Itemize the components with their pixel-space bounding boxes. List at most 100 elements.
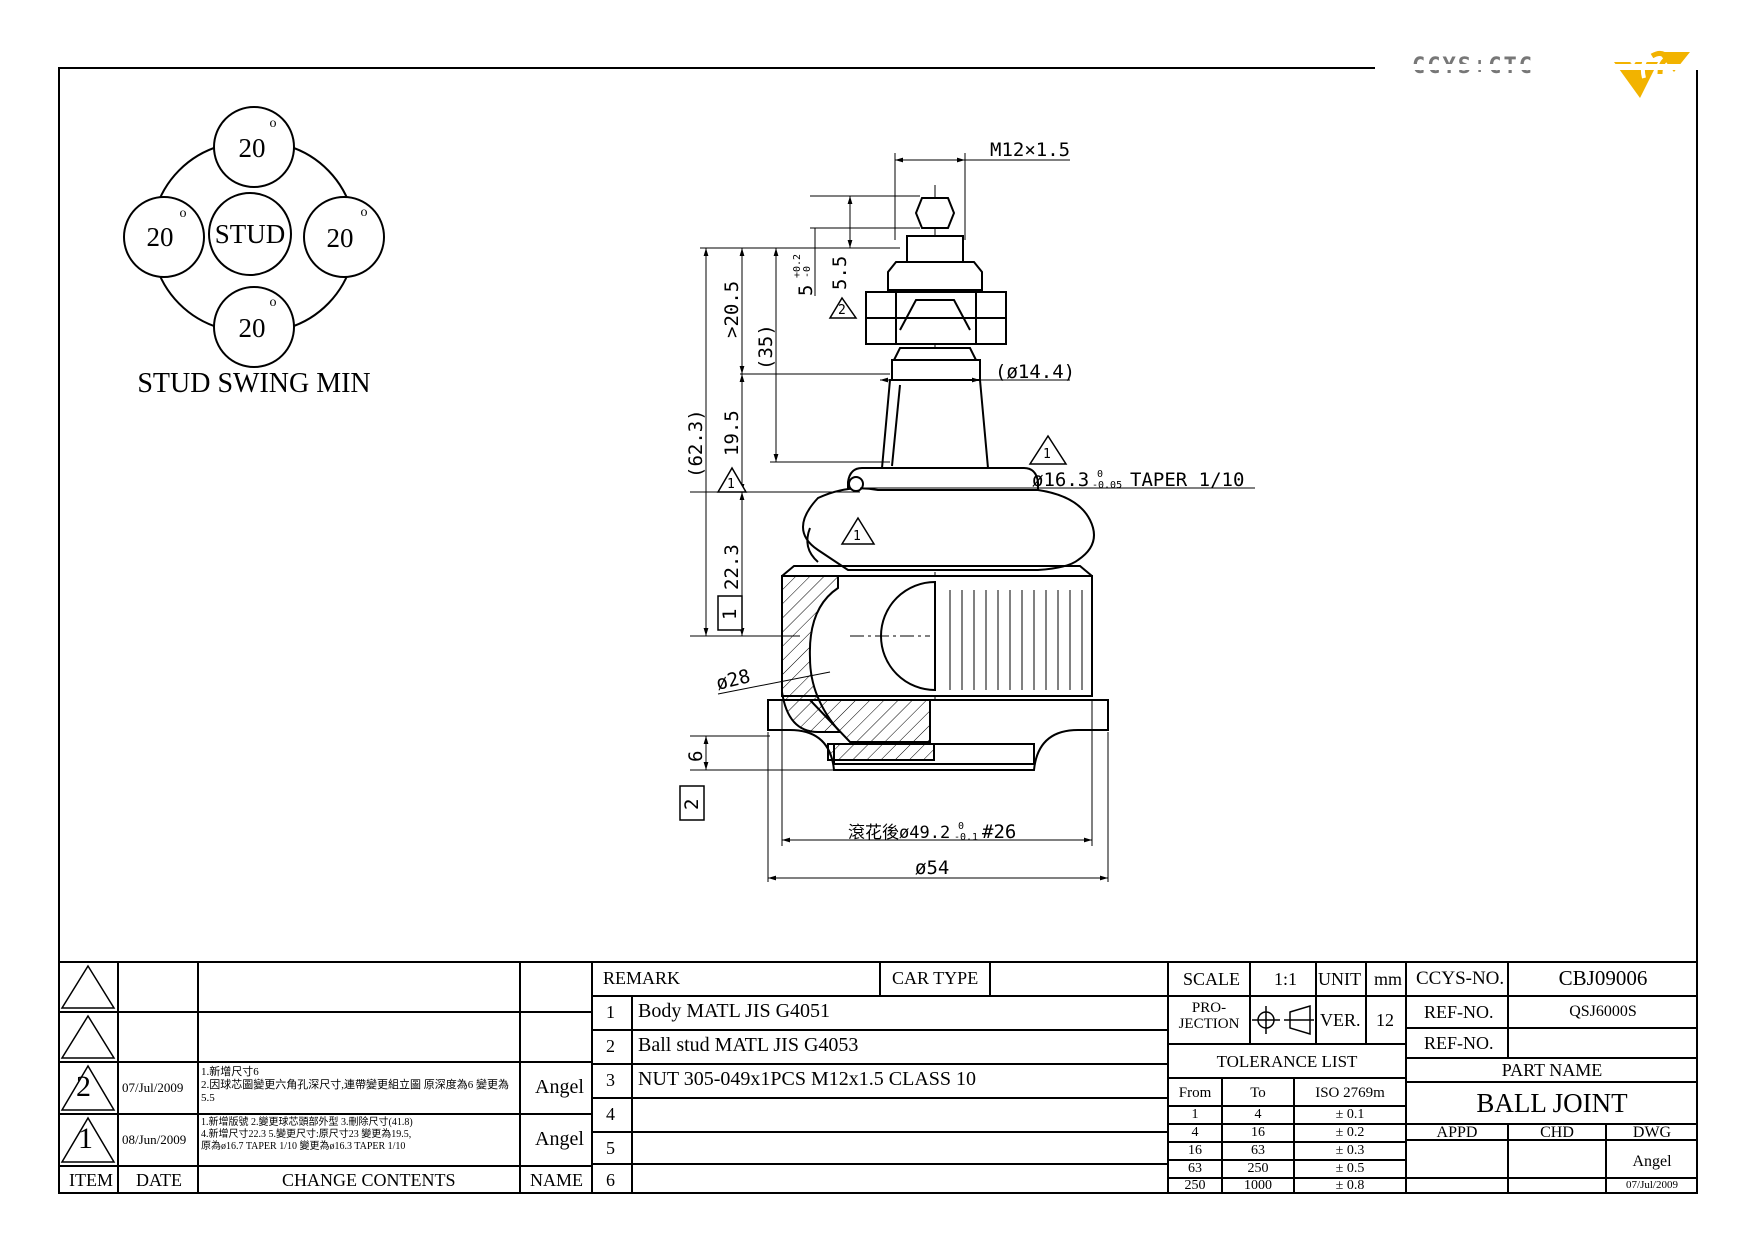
swing-left-value: 20 — [147, 222, 174, 252]
box-mark-1 — [717, 595, 743, 631]
box-mark-2 — [679, 785, 705, 821]
remark-no: 4 — [606, 1104, 615, 1124]
dim-v35: (35) — [755, 324, 777, 370]
triangle-label-1: 1 — [853, 529, 861, 544]
stud-swing-diagram — [123, 106, 385, 368]
remark-header: REMARK — [603, 968, 681, 988]
triangle-label-2: 2 — [838, 303, 846, 318]
scale-label: SCALE — [1183, 969, 1241, 989]
dim-d49-note: #26 — [982, 821, 1016, 843]
dim-v22-3: 22.3 — [721, 544, 743, 590]
dim-v5-5: 5.5 — [829, 256, 851, 290]
unit-label: UNIT — [1318, 969, 1361, 989]
remark-no: 2 — [606, 1036, 615, 1056]
title-revision-triangles — [60, 964, 116, 1163]
ver-label: VER. — [1320, 1010, 1361, 1030]
tol-cell: ± 0.2 — [1335, 1125, 1365, 1140]
tol-cell: 16 — [1188, 1143, 1202, 1158]
remark-text: Ball stud MATL JIS G4053 — [638, 1034, 859, 1056]
rev-name: Angel — [535, 1076, 584, 1098]
tol-cell: 4 — [1191, 1125, 1199, 1140]
tol-cell: 63 — [1188, 1161, 1202, 1176]
ccys-no: CBJ09006 — [1558, 966, 1648, 990]
remark-no: 3 — [606, 1070, 615, 1090]
dim-d14-4: (ø14.4) — [995, 361, 1075, 383]
dim-taper-tol-bot: -0.05 — [1092, 480, 1122, 491]
ccys-label: CCYS-NO. — [1416, 968, 1505, 989]
rev-item: 1 — [78, 1122, 93, 1155]
degree-mark: o — [270, 116, 277, 131]
rev-name: Angel — [535, 1128, 584, 1150]
remark-no: 5 — [606, 1138, 615, 1158]
dim-v6: 6 — [685, 751, 707, 762]
dim-d49-tol-top: 0 — [958, 821, 964, 832]
box-label-1: 1 — [719, 609, 741, 620]
tol-cell: ± 0.1 — [1335, 1107, 1365, 1122]
triangle-label-1: 1 — [1043, 447, 1051, 462]
logo-mark-icon — [1614, 50, 1690, 98]
degree-mark: o — [180, 206, 187, 221]
swing-right-value: 20 — [327, 223, 354, 253]
rev-header-date: DATE — [136, 1170, 182, 1190]
remark-text: Body MATL JIS G4051 — [638, 1000, 831, 1022]
boot-clip-icon — [848, 476, 864, 492]
rev-content: 1.新增尺寸6 2.因球芯圖變更六角孔深尺寸,連帶變更組立圖 原深度為6 變更為… — [201, 1066, 509, 1104]
tolerance-title: TOLERANCE LIST — [1216, 1052, 1358, 1071]
tol-head-from: From — [1178, 1085, 1212, 1101]
dim-thread: M12×1.5 — [990, 139, 1070, 161]
rev-item: 2 — [76, 1070, 91, 1103]
rev-date: 08/Jun/2009 — [122, 1132, 187, 1147]
title-block-grid — [58, 961, 1698, 1194]
rev-date: 07/Jul/2009 — [122, 1080, 184, 1095]
remark-no: 6 — [606, 1170, 615, 1190]
tol-head-to: To — [1250, 1085, 1266, 1101]
dim-v19-5: 19.5 — [721, 410, 743, 456]
knurl-lines — [949, 590, 1083, 690]
dim-taper-note: TAPER 1/10 — [1130, 469, 1244, 491]
tol-cell: ± 0.8 — [1335, 1178, 1365, 1193]
dimension-lines — [690, 153, 1255, 882]
degree-mark: o — [270, 295, 277, 310]
ref-label: REF-NO. — [1424, 1002, 1494, 1022]
dim-v5-tol-top: +0.2 — [792, 254, 803, 278]
dim-v62-3: (62.3) — [685, 409, 707, 478]
unit-value: mm — [1374, 969, 1403, 989]
swing-caption: STUD SWING MIN — [137, 368, 370, 399]
swing-top-value: 20 — [239, 133, 266, 163]
chd-label: CHD — [1540, 1124, 1574, 1141]
rev-header-content: CHANGE CONTENTS — [282, 1170, 456, 1190]
tol-cell: 250 — [1247, 1161, 1269, 1176]
drawn-date: 07/Jul/2009 — [1626, 1179, 1678, 1191]
car-type-label: CAR TYPE — [892, 968, 979, 988]
triangle-label-1: 1 — [727, 477, 735, 492]
dim-d54: ø54 — [915, 857, 949, 879]
tol-cell: 250 — [1184, 1178, 1206, 1193]
dwg-label: DWG — [1632, 1124, 1672, 1141]
rev-header-item: ITEM — [69, 1170, 113, 1190]
dim-d28: ø28 — [714, 665, 753, 695]
sheet-frame — [58, 67, 1698, 1194]
part-name-label: PART NAME — [1501, 1060, 1603, 1080]
ref-no: QSJ6000S — [1569, 1003, 1637, 1020]
tol-cell: ± 0.5 — [1335, 1161, 1365, 1176]
dim-taper-main: ø16.3 — [1032, 469, 1089, 491]
tol-cell: ± 0.3 — [1335, 1143, 1365, 1158]
section-hatching — [781, 575, 935, 761]
tol-cell: 63 — [1251, 1143, 1265, 1158]
dim-v5: 5 — [795, 285, 817, 296]
rev-header-name: NAME — [530, 1170, 583, 1190]
dim-v20-5: >20.5 — [721, 281, 743, 338]
tol-head-iso: ISO 2769m — [1315, 1085, 1385, 1101]
revision-triangles — [716, 296, 1068, 545]
swing-bottom-value: 20 — [239, 313, 266, 343]
tol-cell: 4 — [1254, 1107, 1262, 1122]
dim-taper-tol-top: 0 — [1097, 469, 1103, 480]
ball-section — [850, 580, 936, 692]
tol-cell: 1000 — [1244, 1178, 1272, 1193]
appd-label: APPD — [1436, 1124, 1478, 1141]
projection-symbol-icon — [1252, 1004, 1314, 1036]
dim-d49-tol-bot: -0.1 — [954, 832, 978, 843]
ver-value: 12 — [1376, 1010, 1394, 1030]
